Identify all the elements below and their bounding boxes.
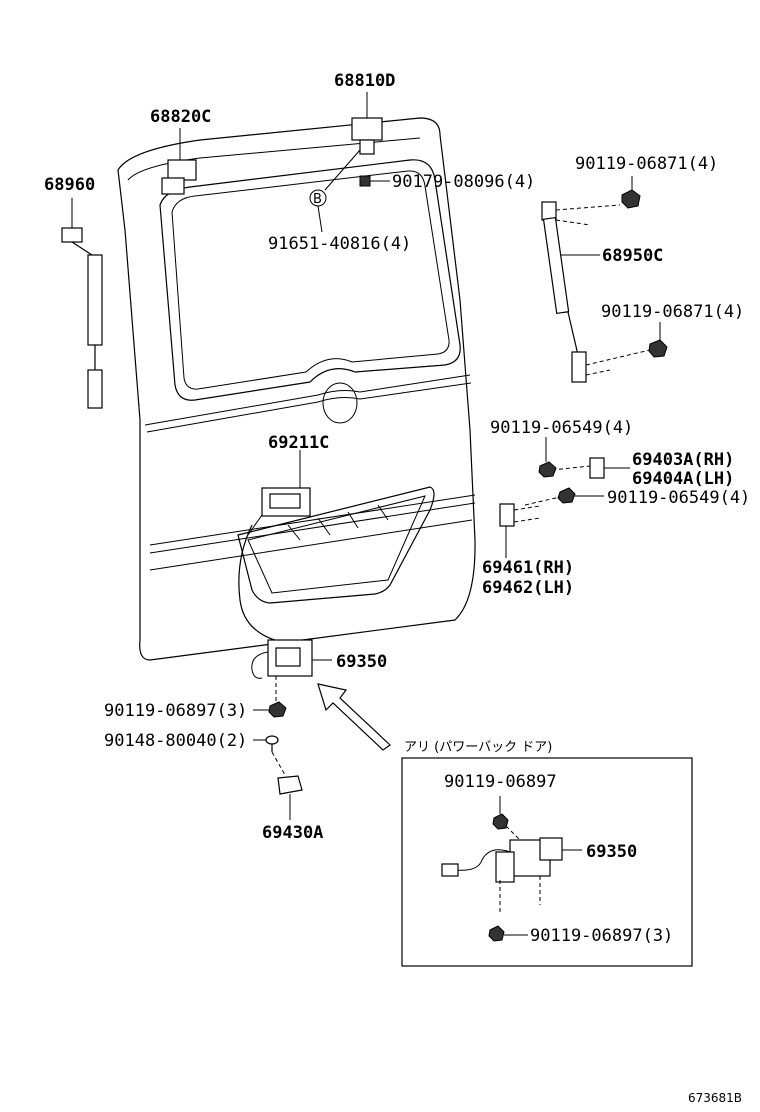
back-door-panel xyxy=(117,117,476,661)
label-90119-06897-3: 90119-06897(3) xyxy=(104,701,247,721)
label-68810d: 68810D xyxy=(334,71,395,91)
bracket-69461 xyxy=(499,503,541,558)
label-90119-06549-top: 90119-06549(4) xyxy=(490,418,633,438)
label-69211c: 69211C xyxy=(268,433,329,453)
label-90119-06871-top: 90119-06871(4) xyxy=(575,154,718,174)
hinge-68820c xyxy=(161,128,197,195)
screw-90148-80040 xyxy=(253,735,286,776)
label-inset-90119-06897-3: 90119-06897(3) xyxy=(530,926,673,946)
label-inset-90119-06897: 90119-06897 xyxy=(444,772,557,792)
hinge-68810d xyxy=(324,92,390,191)
inset-bolt-90119-06897 xyxy=(492,796,521,841)
label-90119-06871-bottom: 90119-06871(4) xyxy=(601,302,744,322)
label-inset-69350: 69350 xyxy=(586,842,637,862)
bolt-90119-06549-top xyxy=(538,437,557,478)
label-91651-40816: 91651-40816(4) xyxy=(268,234,411,254)
latch-69350 xyxy=(251,639,332,705)
diagram-id: 673681B xyxy=(688,1091,742,1105)
release-cable xyxy=(238,524,301,646)
label-69461: 69461(RH) xyxy=(482,558,574,578)
strut-68950c xyxy=(541,201,651,383)
label-69462: 69462(LH) xyxy=(482,578,574,598)
switch-69430a xyxy=(277,775,303,820)
bolt-90119-06871-bottom xyxy=(648,322,668,358)
inset-latch-69350 xyxy=(441,837,582,912)
strut-68960 xyxy=(61,198,103,409)
label-69403a: 69403A(RH) xyxy=(632,450,734,470)
inset-title: アリ (パワーバック ドア) xyxy=(404,740,552,755)
bolt-90119-06549-bottom xyxy=(524,487,604,506)
handle-69211c xyxy=(247,450,311,536)
label-69430a: 69430A xyxy=(262,823,323,843)
label-69404a: 69404A(LH) xyxy=(632,469,734,489)
inset-bolt-90119-06897-3 xyxy=(488,925,528,942)
bolt-90119-06897 xyxy=(253,701,287,718)
label-68960: 68960 xyxy=(44,175,95,195)
label-90119-06549-bottom: 90119-06549(4) xyxy=(607,488,750,508)
label-68820c: 68820C xyxy=(150,107,211,127)
detail-arrow xyxy=(317,683,391,751)
bolt-90119-06871-top xyxy=(621,176,641,209)
label-90148-80040: 90148-80040(2) xyxy=(104,731,247,751)
power-back-door-inset xyxy=(401,757,693,967)
label-68950c: 68950C xyxy=(602,246,663,266)
label-69350: 69350 xyxy=(336,652,387,672)
label-90179-08096: 90179-08096(4) xyxy=(392,172,535,192)
marker-b-letter: B xyxy=(313,192,322,207)
striker-69403a xyxy=(551,457,630,479)
